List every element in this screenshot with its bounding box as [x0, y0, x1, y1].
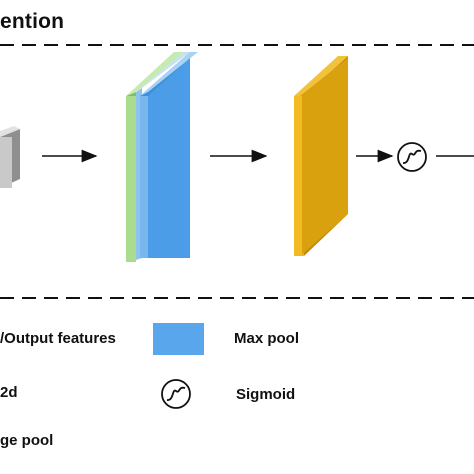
- legend-avg-pool-label: ge pool: [0, 432, 54, 449]
- max-pool-swatch: [153, 323, 204, 355]
- sigmoid-icon: [397, 142, 427, 172]
- conv-output-layer: [294, 56, 348, 256]
- section-title: ention: [0, 10, 65, 33]
- legend-sigmoid-icon: [161, 379, 191, 409]
- input-feature-cube: [0, 126, 20, 188]
- legend-conv-label: 2d: [0, 384, 18, 401]
- legend-input-output-label: /Output features: [0, 330, 116, 347]
- legend-sigmoid-label: Sigmoid: [236, 386, 296, 403]
- legend-max-pool-label: Max pool: [234, 330, 300, 347]
- pooled-feature-stack: [126, 52, 198, 262]
